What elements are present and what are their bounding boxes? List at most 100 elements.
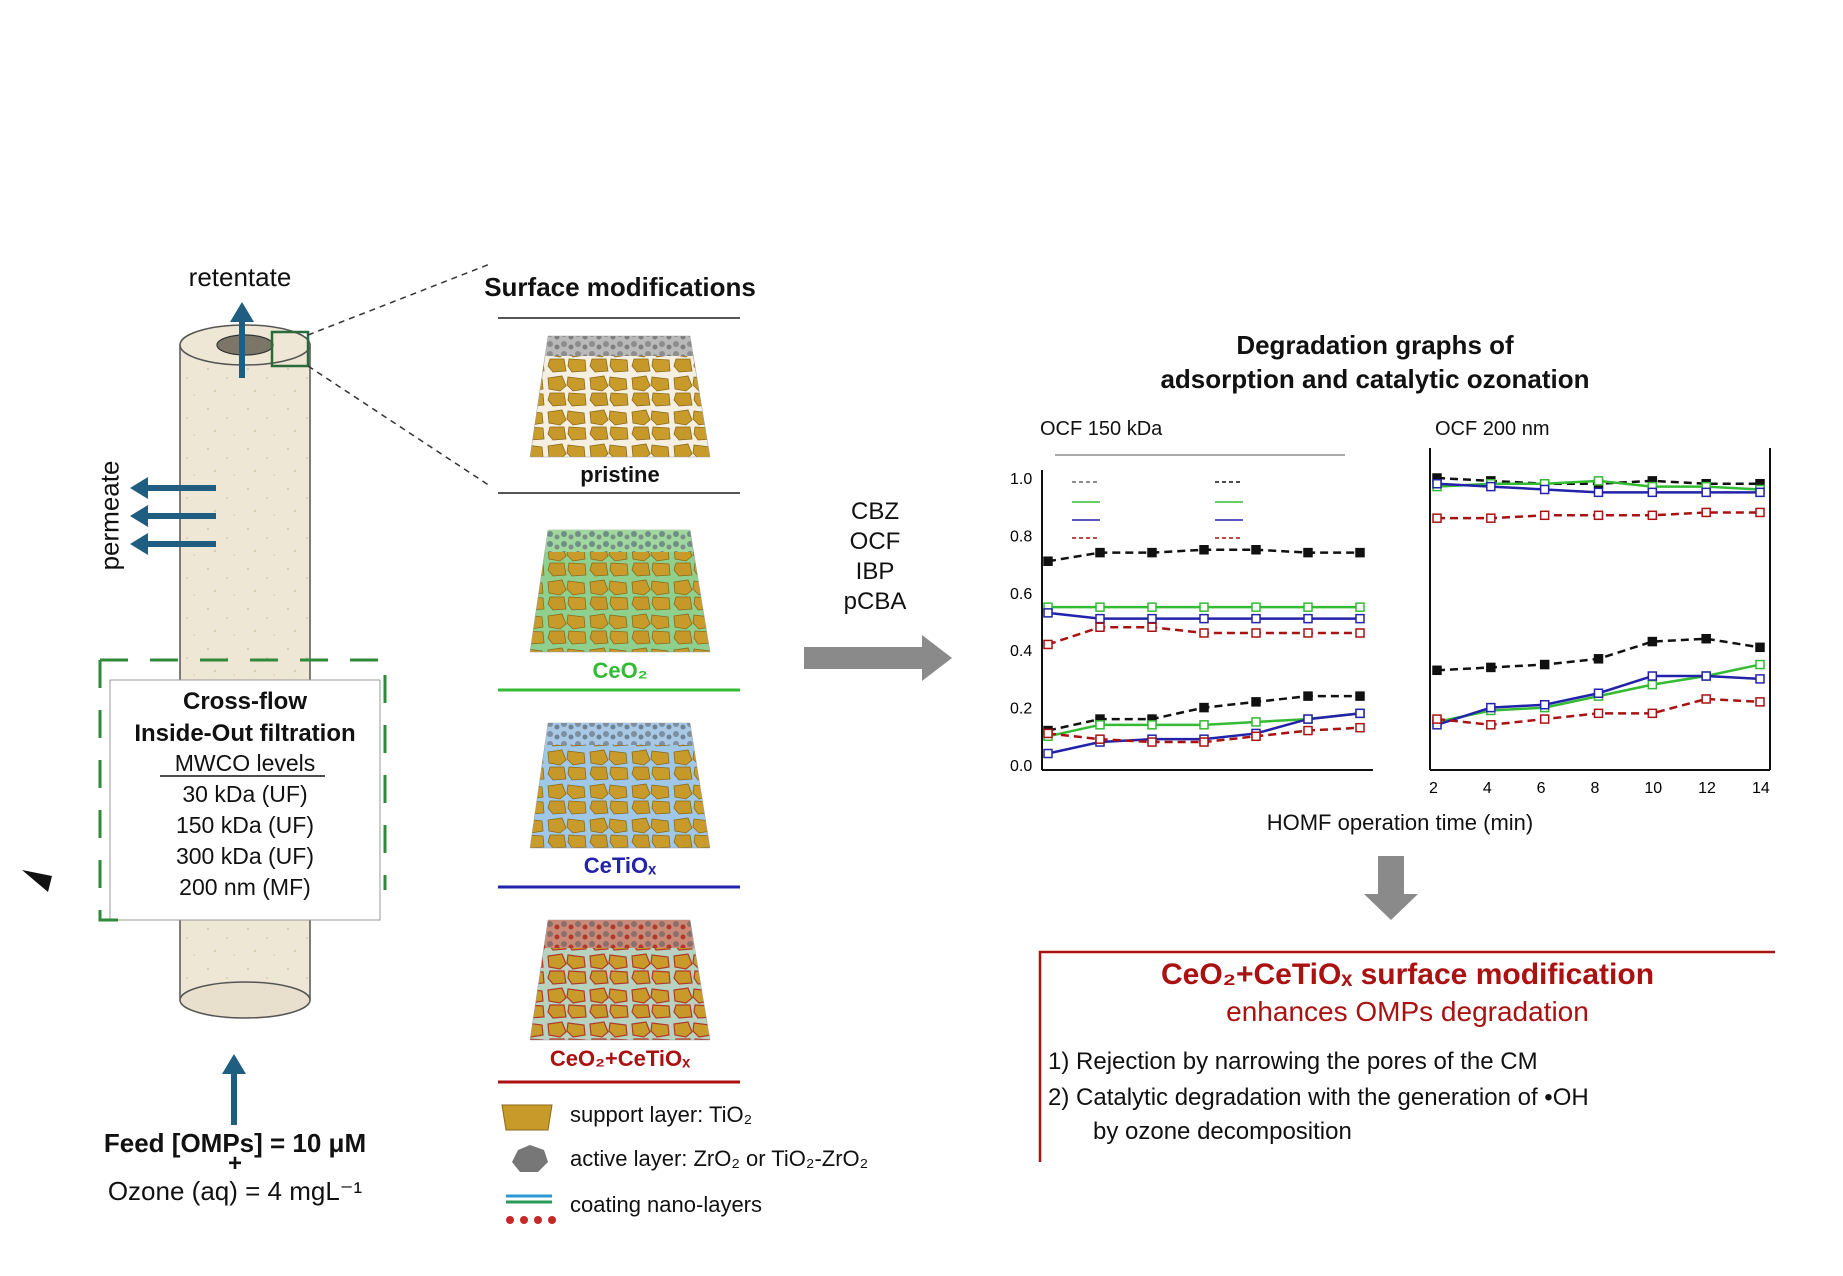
chart-right-frame — [1429, 448, 1771, 771]
y-tick-label: 0.6 — [1010, 586, 1032, 603]
legend-active-label: active layer: ZrO₂ or TiO₂-ZrO₂ — [570, 1146, 869, 1171]
data-point — [1647, 636, 1658, 647]
x-axis-label: HOMF operation time (min) — [1266, 810, 1534, 835]
data-point — [1043, 728, 1053, 739]
data-point — [1147, 613, 1157, 624]
data-point — [1043, 639, 1053, 650]
data-point — [1095, 734, 1105, 744]
conclusion-box-border — [1038, 950, 1775, 1162]
data-point — [1199, 613, 1209, 624]
feed-arrow — [222, 1054, 246, 1125]
chart-ticks: 0.0 0.2 0.4 0.6 0.8 1.0 2 4 6 8 10 12 14 — [1010, 471, 1770, 797]
x-tick-label: 12 — [1698, 780, 1716, 797]
y-tick-label: 0.8 — [1010, 528, 1032, 545]
data-point — [1199, 628, 1209, 638]
chart-left-frame — [1041, 454, 1373, 771]
data-point — [1251, 613, 1261, 624]
data-point — [1251, 717, 1261, 727]
compound-label: pCBA — [843, 588, 907, 615]
x-tick-label: 2 — [1429, 780, 1438, 797]
panel-label-ceo2: CeO₂ — [592, 658, 648, 683]
retentate-label: retentate — [188, 262, 292, 292]
data-point — [1303, 725, 1313, 736]
data-point — [1043, 608, 1053, 618]
small-triangle-icon — [22, 870, 52, 892]
data-point — [1701, 633, 1711, 644]
data-point — [1647, 708, 1658, 719]
y-tick-label: 0.0 — [1010, 758, 1032, 775]
data-point — [1199, 545, 1209, 555]
data-point — [1755, 659, 1765, 670]
graphs-title-2: adsorption and catalytic ozonation — [1160, 364, 1590, 394]
feed-plus: + — [227, 1150, 242, 1177]
surface-panels — [498, 317, 740, 1084]
data-point — [1701, 487, 1711, 498]
data-point — [1593, 476, 1604, 486]
data-point — [1593, 708, 1604, 719]
data-point — [1486, 481, 1496, 492]
data-point — [1355, 691, 1365, 701]
surface-title: Surface modifications — [484, 272, 756, 302]
data-point — [1251, 545, 1261, 555]
mwco-header: MWCO levels — [174, 750, 316, 776]
y-tick-label: 1.0 — [1010, 471, 1032, 488]
chart-right-title: OCF 200 nm — [1435, 418, 1550, 440]
x-tick-label: 4 — [1483, 780, 1492, 797]
mwco-item: 200 nm (MF) — [179, 874, 311, 900]
support-layer-icon — [501, 1104, 553, 1131]
y-tick-label: 0.4 — [1010, 643, 1032, 660]
data-point — [1593, 487, 1604, 498]
data-point — [1755, 642, 1765, 653]
data-point — [1147, 622, 1157, 632]
conclusion-point: 1) Rejection by narrowing the pores of t… — [1048, 1048, 1538, 1075]
data-point — [1251, 697, 1261, 707]
data-point — [1043, 556, 1053, 566]
data-point — [1701, 671, 1711, 681]
conclusion-point: by ozone decomposition — [1093, 1118, 1352, 1145]
data-point — [1539, 699, 1550, 710]
data-point — [1647, 671, 1658, 681]
data-point — [1755, 487, 1765, 498]
data-point — [1303, 547, 1313, 558]
permeate-label: permeate — [94, 460, 125, 571]
mwco-item: 150 kDa (UF) — [175, 812, 315, 838]
data-point — [1303, 613, 1313, 624]
data-point — [1095, 613, 1105, 624]
data-point — [1095, 720, 1105, 730]
chart-left-series — [1043, 545, 1365, 759]
mwco-item: 300 kDa (UF) — [175, 843, 315, 869]
data-point — [1755, 697, 1765, 707]
data-point — [1539, 484, 1550, 495]
data-point — [1303, 714, 1313, 724]
series-line — [1047, 712, 1361, 755]
panel-label-cetiox: CeTiOₓ — [583, 853, 657, 878]
box-title-1: Cross-flow — [182, 688, 307, 715]
ozone-line: Ozone (aq) = 4 mgL⁻¹ — [107, 1176, 363, 1206]
data-point — [1593, 654, 1604, 664]
chart-left-title: OCF 150 kDa — [1040, 418, 1163, 440]
data-point — [1355, 547, 1365, 558]
data-point — [1486, 720, 1496, 730]
active-layer-icon — [512, 1145, 548, 1172]
data-point — [1647, 679, 1658, 690]
x-tick-label: 6 — [1537, 780, 1546, 797]
y-tick-label: 0.2 — [1010, 701, 1032, 718]
data-point — [1147, 737, 1157, 747]
legend-support-label: support layer: TiO₂ — [570, 1102, 753, 1127]
chart-left-legend — [1072, 481, 1243, 539]
data-point — [1486, 662, 1496, 673]
x-tick-label: 14 — [1752, 780, 1770, 797]
data-point — [1147, 547, 1157, 558]
retentate-arrow — [230, 302, 254, 378]
data-point — [1199, 602, 1209, 612]
data-point — [1303, 602, 1313, 612]
data-point — [1432, 665, 1442, 676]
data-point — [1303, 691, 1313, 701]
x-tick-label: 10 — [1644, 780, 1662, 797]
process-arrow — [804, 635, 952, 681]
data-point — [1095, 547, 1105, 558]
conclusion-point: 2) Catalytic degradation with the genera… — [1048, 1084, 1589, 1111]
data-point — [1701, 694, 1711, 704]
data-point — [1593, 510, 1604, 521]
x-tick-label: 8 — [1591, 780, 1600, 797]
